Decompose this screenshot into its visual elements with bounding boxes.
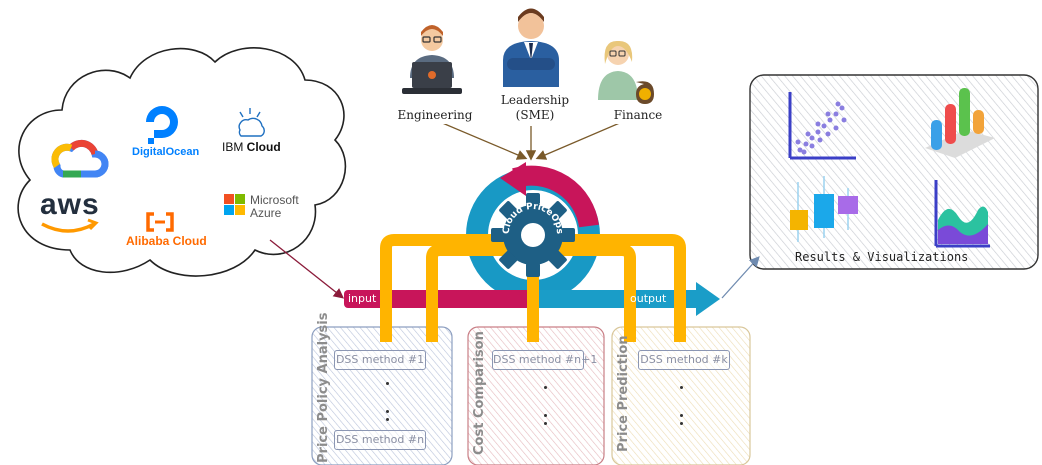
ellipsis-dot xyxy=(544,422,547,425)
google-cloud-icon xyxy=(51,139,109,178)
ellipsis-dot xyxy=(544,386,547,389)
cloud-wordmark-part: Cloud xyxy=(246,140,281,154)
finance-to-hub-arrow xyxy=(535,121,623,160)
stakeholder-label-finance: Finance xyxy=(605,107,671,124)
azure-wordmark-line1: Microsoft xyxy=(250,193,299,207)
ibm-cloud-wordmark: IBM Cloud xyxy=(222,140,281,154)
digitalocean-icon xyxy=(146,106,178,144)
aws-smile-icon xyxy=(41,218,99,233)
engineering-to-hub-arrow xyxy=(439,121,528,160)
box-plot-icon xyxy=(790,176,858,242)
dss-method-n: DSS method #n xyxy=(334,430,426,450)
ellipsis-dot xyxy=(386,410,389,413)
output-bar xyxy=(534,290,696,308)
output-arrowhead xyxy=(696,282,720,316)
aws-wordmark: aws xyxy=(40,188,100,221)
ellipsis-dot xyxy=(680,414,683,417)
finance-moneybag-icon xyxy=(598,40,654,104)
leader-businessman-icon xyxy=(503,8,559,87)
scatter-plot-icon xyxy=(788,92,856,160)
dss-method-n-plus-1: DSS method #n+1 xyxy=(492,350,597,370)
results-title: Results & Visualizations xyxy=(795,250,969,264)
ellipsis-dot xyxy=(680,386,683,389)
ellipsis-dot xyxy=(680,422,683,425)
output-to-results-arrow xyxy=(721,256,760,299)
azure-wordmark: Microsoft Azure xyxy=(250,194,299,220)
engineer-laptop-icon xyxy=(402,25,462,94)
cloud-shape xyxy=(17,47,347,277)
alibaba-wordmark: Alibaba Cloud xyxy=(126,234,207,248)
3d-bar-chart-icon xyxy=(925,88,995,158)
ibm-wordmark-part: IBM xyxy=(222,140,247,154)
area-chart-icon xyxy=(934,180,990,248)
hub-magenta-arc xyxy=(512,165,599,228)
module-title-cost-comparison: Cost Comparison xyxy=(472,331,487,455)
output-label: output xyxy=(630,292,667,305)
azure-wordmark-line2: Azure xyxy=(250,206,282,220)
cloud-to-input-arrow xyxy=(269,239,345,299)
ellipsis-dot xyxy=(386,418,389,421)
hub-magenta-arrowhead xyxy=(500,162,526,196)
ibm-cloud-icon xyxy=(238,108,265,137)
stakeholder-label-leadership: Leadership (SME) xyxy=(496,92,574,124)
microsoft-azure-icon xyxy=(224,194,245,215)
module-title-price-policy: Price Policy Analysis xyxy=(316,312,331,463)
module-title-price-prediction: Price Prediction xyxy=(616,335,631,452)
digitalocean-wordmark: DigitalOcean xyxy=(132,146,200,158)
ellipsis-dot xyxy=(544,414,547,417)
dss-method-1: DSS method #1 xyxy=(334,350,426,370)
ellipsis-dot xyxy=(386,382,389,385)
module-box-cost-comparison xyxy=(467,326,605,465)
alibaba-bracket-icon xyxy=(146,212,174,232)
gear-icon xyxy=(491,193,575,277)
stakeholder-label-engineering: Engineering xyxy=(393,107,477,124)
input-label: input xyxy=(348,292,377,305)
module-box-price-prediction xyxy=(611,326,751,465)
dss-method-k: DSS method #k xyxy=(638,350,730,370)
results-panel xyxy=(749,74,1039,270)
